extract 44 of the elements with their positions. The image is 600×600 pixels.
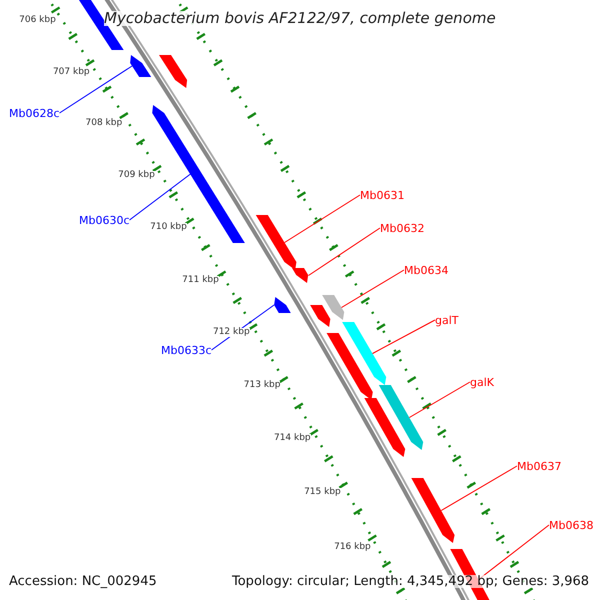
scale-label: 711 kbp: [182, 276, 219, 284]
leader-line: [341, 270, 404, 308]
scale-label: 710 kbp: [150, 222, 187, 232]
gene-block: [342, 322, 386, 385]
scale-label: 715 kbp: [304, 488, 341, 496]
gene-label: Mb0634: [404, 264, 448, 276]
gene-label: Mb0628c: [9, 108, 60, 118]
leader-line: [59, 66, 133, 114]
gene-block: [159, 55, 188, 88]
leader-line: [372, 320, 436, 354]
scale-label: 716 kbp: [334, 542, 371, 552]
gene-block: [310, 305, 330, 327]
gene-label: galT: [435, 314, 458, 326]
gene-label: galK: [470, 376, 494, 388]
scale-label: 706 kbp: [19, 16, 56, 24]
gene-block: [326, 333, 373, 400]
gene-label: Mb0638: [549, 520, 594, 530]
gene-block: [292, 268, 308, 283]
gene-label: Mb0630c: [79, 214, 130, 226]
scale-label: 709 kbp: [118, 170, 155, 180]
gene-block: [130, 55, 152, 77]
leader-line: [284, 194, 360, 243]
gene-block: [322, 295, 344, 320]
gene-block: [411, 478, 455, 543]
gene-label: Mb0633c: [161, 344, 212, 356]
scale-label: 712 kbp: [212, 328, 250, 336]
gene-label: Mb0632: [380, 222, 424, 234]
gene-block: [256, 215, 296, 270]
scale-label: 713 kbp: [244, 380, 280, 390]
scale-label: 707 kbp: [52, 68, 90, 76]
leader-line: [440, 466, 518, 511]
leader-line: [408, 382, 470, 418]
gene-block: [364, 398, 406, 457]
gene-label: Mb0637: [517, 460, 562, 472]
scale-label: 708 kbp: [86, 118, 122, 128]
diagram-title: Mycobacterium bovis AF2122/97, complete genome: [104, 10, 496, 26]
gene-block: [274, 297, 291, 313]
gene-label: Mb0631: [360, 190, 404, 200]
footer-text: Topology: circular; Length: 4,345,492 bp; Genes: 3,968: [232, 574, 590, 588]
scale-label: 714 kbp: [274, 434, 311, 442]
leader-line: [308, 228, 380, 276]
gene-block: [378, 385, 424, 450]
footer-text: Accession: NC_002945: [9, 574, 157, 588]
leader-line: [129, 174, 191, 220]
